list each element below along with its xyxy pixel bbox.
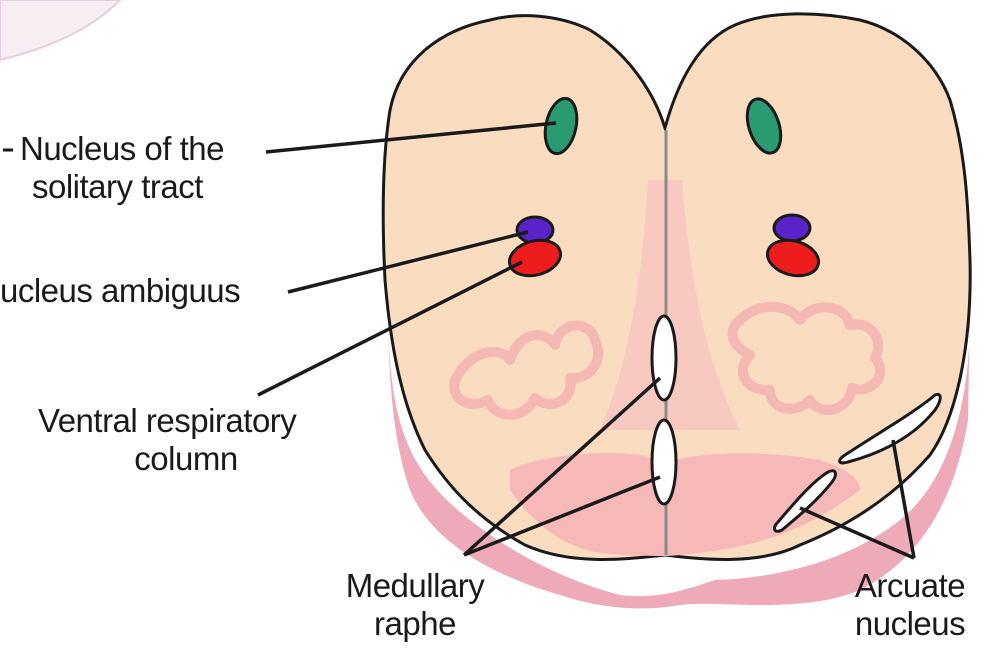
label-nts-line2: solitary tract bbox=[32, 168, 203, 206]
raphe-nucleus-upper bbox=[652, 316, 676, 400]
left-ambiguus-nucleus bbox=[517, 217, 553, 243]
label-arcuate-line2: nucleus bbox=[835, 605, 985, 643]
label-ambiguus: ucleus ambiguus bbox=[0, 272, 240, 310]
label-vrc-line2: column bbox=[38, 440, 334, 478]
label-arcuate-line1: Arcuate bbox=[835, 567, 985, 605]
label-raphe-line2: raphe bbox=[325, 605, 505, 643]
label-raphe-line1: Medullary bbox=[325, 567, 505, 605]
label-nts-line1: Nucleus of the bbox=[20, 130, 224, 168]
raphe-nucleus-lower bbox=[652, 420, 676, 504]
corner-decoration bbox=[0, 0, 120, 60]
label-vrc-line1: Ventral respiratory bbox=[38, 402, 296, 440]
right-ambiguus-nucleus bbox=[774, 215, 810, 241]
